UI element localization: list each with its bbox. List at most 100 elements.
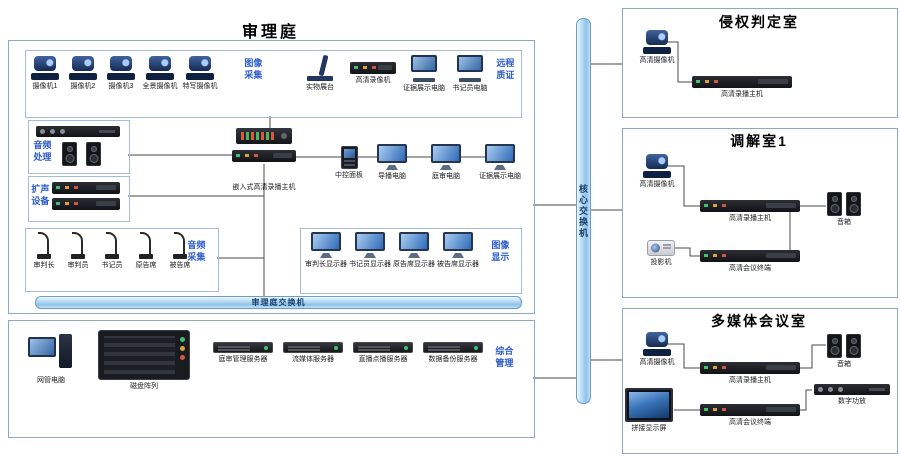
room-infringement-title: 侵权判定室 [719,14,799,30]
hd-recorder-node: 高清录像机 [348,62,398,86]
room2-speakers-label: 音箱 [837,219,851,226]
projector-icon [647,240,675,256]
speaker-icon [846,192,861,216]
camera-node-5: 特写摄像机 [181,56,219,92]
capture-group-label: 图像采集 [244,58,263,80]
mic-label: 审判长 [33,262,55,269]
room3-amp-node: 数字功放 [812,384,892,407]
room2-terminal-node: 高清会议终端 [700,250,800,274]
speaker-icon [86,142,101,166]
gooseneck-mic-icon [138,232,154,259]
room-conference-title: 多媒体会议室 [711,313,807,329]
audio-group-box-1 [28,120,130,174]
mic-label: 被告席 [169,262,191,269]
director-pc-node: 导播电脑 [368,144,416,182]
control-panel-node: 中控面板 [334,146,364,181]
speaker-icon [846,334,861,358]
room3-recorder-label: 高清录播主机 [729,377,771,384]
ptz-camera-icon [642,154,672,178]
audio-group-label-1: 音频处理 [33,140,52,162]
av-matrix-icon [236,128,292,144]
display-node-2: 书记员显示器 [348,232,392,270]
camera-label: 全景摄像机 [142,83,178,90]
audio-processor-icon [52,182,120,194]
server-node-2: 流媒体服务器 [280,342,346,365]
server-icon [353,342,413,353]
amplifier-icon [36,126,120,137]
display-group-box [300,228,522,294]
server-label: 直播点播服务器 [358,356,408,363]
control-panel-label: 中控面板 [335,172,363,179]
room2-camera-label: 高清摄像机 [639,181,675,188]
room-mediation-title: 调解室1 [730,133,788,149]
ptz-camera-icon [106,56,136,80]
document-camera-label: 实物展台 [306,84,334,91]
camera-label: 摄像机1 [32,83,58,90]
monitor-icon [354,232,386,258]
evidence-pc-label: 证据展示电脑 [403,85,445,92]
amplifier-icon [814,384,890,395]
display-node-4: 被告席显示器 [436,232,480,270]
remote-group-label: 远程质证 [496,58,515,80]
computer-icon [409,55,439,82]
speaker-icon [827,334,842,358]
room2-terminal-label: 高清会议终端 [729,265,771,272]
display-label: 原告席显示器 [393,261,435,268]
gooseneck-mic-icon [70,232,86,259]
trial-court-title: 审理庭 [241,24,299,41]
ptz-camera-icon [30,56,60,80]
trial-court-box [8,40,535,314]
management-box [8,320,535,438]
speaker-pair [827,334,861,358]
evidence-pc-node: 证据展示电脑 [402,55,446,94]
room3-camera-label: 高清摄像机 [639,359,675,366]
room3-display-node: 拼接显示屏 [624,388,674,434]
recording-host-icon [232,150,296,162]
touch-panel-icon [340,146,358,169]
room2-projector-node: 投影机 [643,240,679,268]
audio-group-box-2 [28,176,130,222]
recorder-icon [350,62,396,74]
mic-node-2: 审判员 [62,232,94,271]
room3-speakers-node: 音箱 [826,334,862,370]
display-label: 书记员显示器 [349,261,391,268]
monitor-icon [310,232,342,258]
room1-camera-node: 高清摄像机 [636,30,678,66]
document-camera-icon [306,55,334,81]
mic-node-1: 审判长 [28,232,60,271]
room1-recorder-node: 高清录播主机 [692,76,792,100]
disk-array-icon [98,330,190,380]
admin-pc-label: 网管电脑 [37,377,65,384]
monitor-icon [430,144,462,170]
camera-label: 特写摄像机 [182,83,218,90]
mic-label: 审判员 [67,262,89,269]
room2-recorder-node: 高清录播主机 [700,200,800,224]
display-group-label: 图像显示 [491,240,510,262]
mic-group-label: 音频采集 [187,240,206,262]
document-camera-node: 实物展台 [298,55,342,93]
speaker-icon [827,192,842,216]
room3-display-label: 拼接显示屏 [631,425,667,432]
room2-speakers-node: 音箱 [826,192,862,228]
director-pc-label: 导播电脑 [378,173,406,180]
room2-recorder-label: 高清录播主机 [729,215,771,222]
storage-node: 磁盘阵列 [96,330,192,392]
monitor-icon [398,232,430,258]
monitor-icon [376,144,408,170]
video-wall-icon [625,388,673,422]
trial-pc-label: 庭审电脑 [432,173,460,180]
trial-switch-bar: 审理庭交换机 [35,296,522,309]
gooseneck-mic-icon [104,232,120,259]
camera-label: 摄像机2 [70,83,96,90]
capture-group-box [25,50,522,118]
mic-label: 书记员 [101,262,123,269]
mic-node-4: 原告席 [130,232,162,271]
camera-node-2: 摄像机2 [65,56,101,92]
recording-host-icon [700,362,800,374]
server-node-3: 直播点播服务器 [350,342,416,365]
monitor-icon [442,232,474,258]
speaker-icon [62,142,77,166]
room3-amp-label: 数字功放 [838,398,866,405]
mic-label: 原告席 [135,262,157,269]
